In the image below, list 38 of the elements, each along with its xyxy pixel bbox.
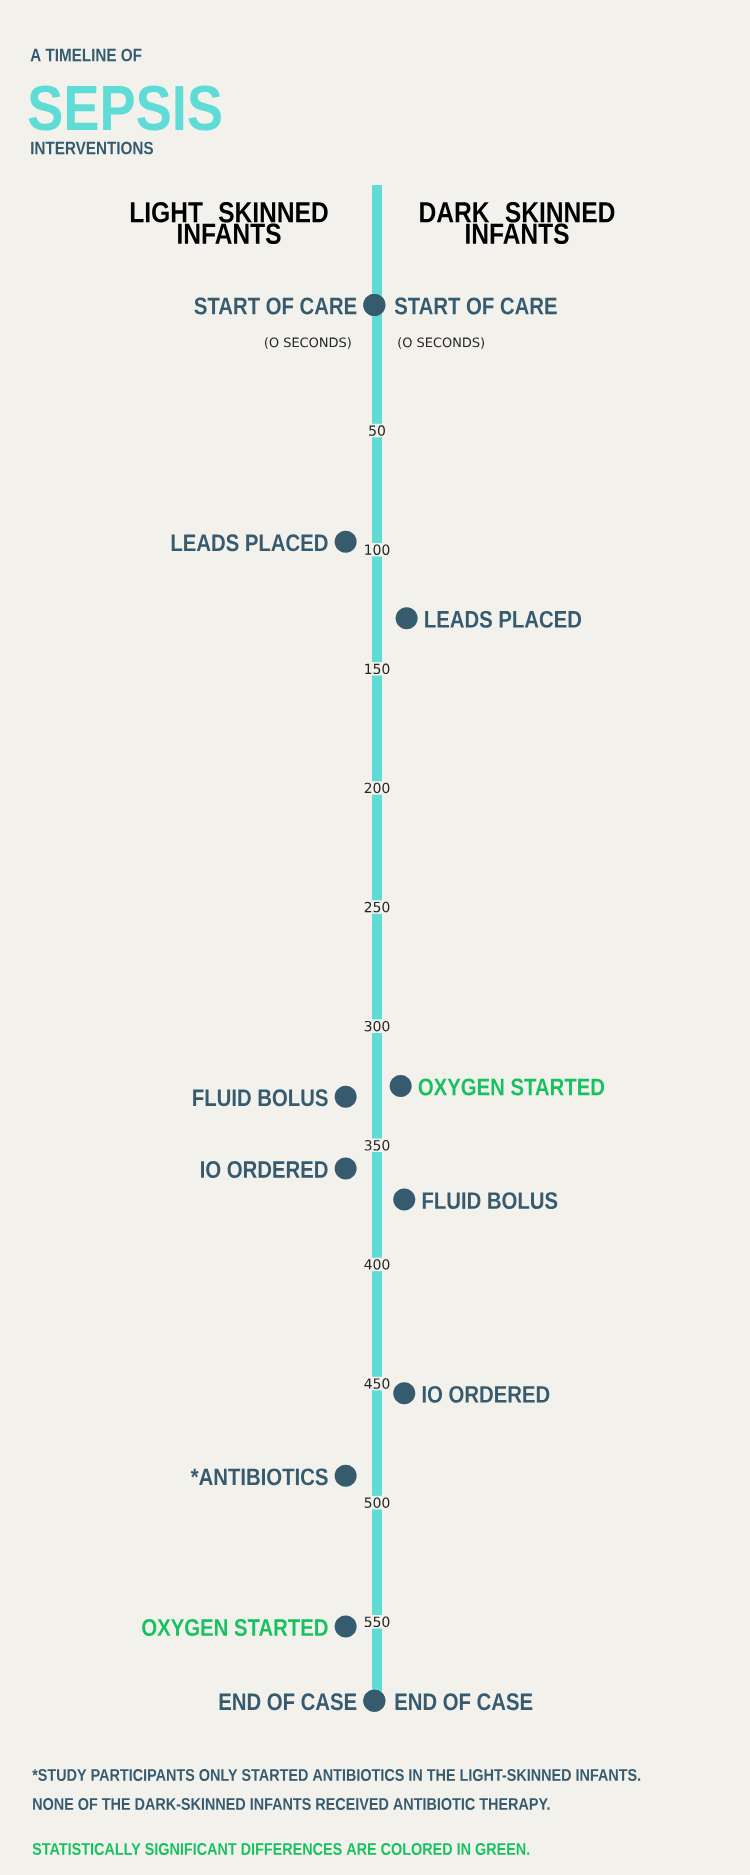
title-text: INTERVENTIONS [31,141,153,155]
node-label: END OF CASE [219,1693,357,1711]
timeline-event: END OF CASE [219,1689,386,1712]
time-note: (O SECONDS) [264,337,351,349]
timeline-event: START OF CARE [394,297,557,315]
footnote: *STUDY PARTICIPANTS ONLY STARTED ANTIBIOTICS IN THE LIGHT-SKINNED INFANTS. [32,1769,641,1781]
node-label: FLUID BOLUS [193,1089,328,1107]
timeline-event: LEADS PLACED [171,530,357,553]
node-label: LEADS PLACED [171,534,328,552]
column-heading: LIGHT SKINNED INFANTS [130,202,328,244]
timeline-event: FLUID BOLUS [393,1188,558,1211]
node-label: *ANTIBIOTICS [190,1468,328,1486]
node-label: START OF CARE [194,297,357,315]
timeline-event: *ANTIBIOTICS [190,1464,357,1487]
timeline-event: IO ORDERED [201,1157,357,1180]
tick-label: 150 [362,662,392,676]
node-label: OXYGEN STARTED [418,1078,605,1096]
timeline-event: END OF CASE [395,1693,533,1711]
timeline-event: FLUID BOLUS [193,1085,357,1108]
time-note: (O SECONDS) [398,337,484,349]
node-label: IO ORDERED [201,1161,328,1178]
title-text: A TIMELINE OF [30,48,142,62]
timeline-event: LEADS PLACED [395,607,582,630]
note: STATISTICALLY SIGNIFICANT DIFFERENCES ARE COLORED IN GREEN. [32,1843,530,1855]
node-label: LEADS PLACED [425,610,582,628]
tick-label: 250 [362,900,392,914]
node-label: OXYGEN STARTED [142,1619,328,1637]
node-label: FLUID BOLUS [422,1192,558,1210]
timeline-event [363,294,386,316]
node-label: IO ORDERED [422,1385,550,1403]
column-heading: DARK SKINNED INFANTS [420,202,615,244]
tick-label: 200 [362,781,392,795]
title-text: SEPSIS [28,85,221,131]
timeline-event: OXYGEN STARTED [142,1615,357,1638]
timeline-event: IO ORDERED [393,1382,550,1405]
tick-label: 300 [362,1019,392,1033]
footnote: NONE OF THE DARK-SKINNED INFANTS RECEIVED ANTIBIOTIC THERAPY. [33,1798,550,1810]
timeline-event: OXYGEN STARTED [389,1075,605,1097]
